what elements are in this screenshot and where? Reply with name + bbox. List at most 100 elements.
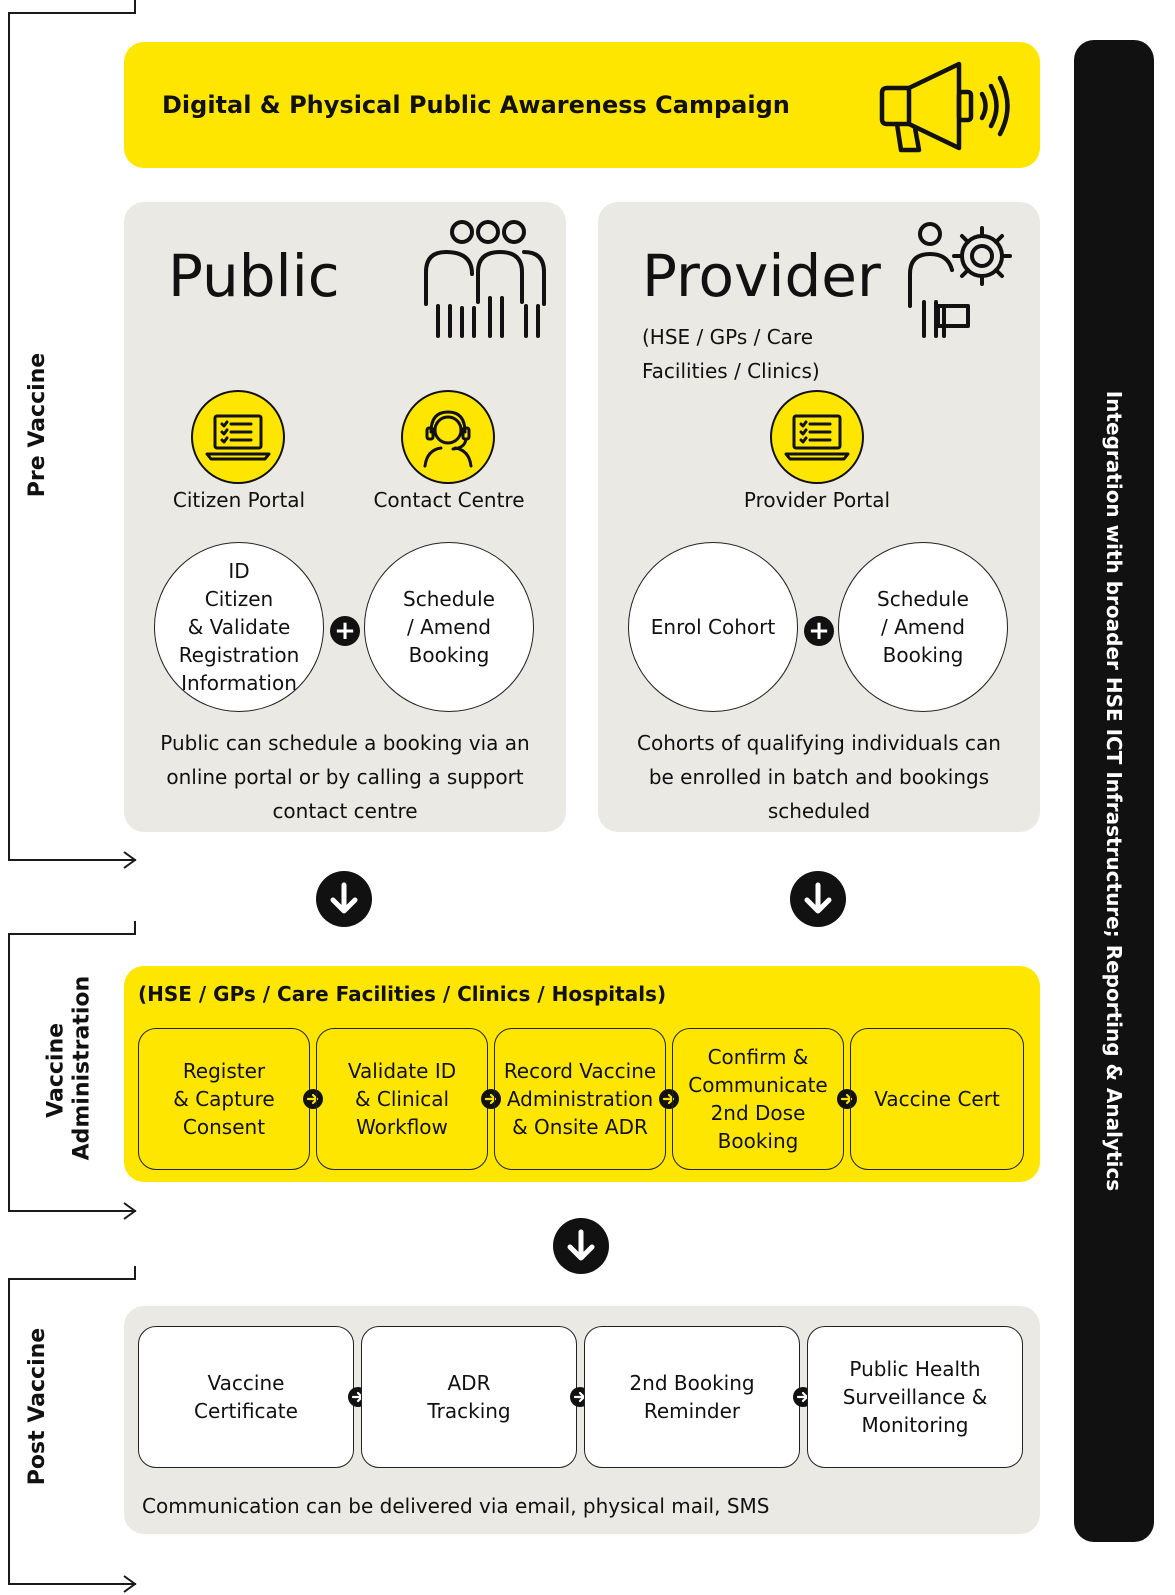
- provider-title: Provider: [642, 242, 881, 310]
- provider-portal-icon-circle: [770, 390, 864, 484]
- step-text-line: Register: [182, 1059, 266, 1083]
- phase-label-vaccine-administration: Vaccine Administration: [43, 975, 97, 1161]
- laptop-checklist-icon: [784, 414, 850, 461]
- id-validate-step: ID Citizen & Validate Registration Infor…: [154, 542, 324, 712]
- step-text-line: / Amend: [881, 615, 965, 639]
- step-text-line: Monitoring: [861, 1413, 969, 1437]
- step-text-line: Vaccine: [207, 1371, 285, 1395]
- bracket-arrow-icon: [123, 1202, 137, 1220]
- step-text-line: Booking: [882, 643, 964, 667]
- step-text-line: & Clinical: [354, 1087, 450, 1111]
- down-arrow-icon: [790, 871, 846, 927]
- step-text-line: ADR: [447, 1371, 491, 1395]
- contact-centre-label: Contact Centre: [373, 488, 525, 512]
- description-line: online portal or by calling a support: [166, 765, 524, 789]
- vaccine-administration-panel: (HSE / GPs / Care Facilities / Clinics /…: [124, 966, 1040, 1182]
- laptop-checklist-icon: [205, 414, 271, 461]
- enrol-cohort-step: Enrol Cohort: [628, 542, 798, 712]
- step-text-line: Communicate: [688, 1073, 828, 1097]
- right-arrow-icon: [303, 1089, 323, 1109]
- step-text-line: 2nd Booking: [629, 1371, 755, 1395]
- public-panel: Public Citizen Portal: [124, 202, 566, 832]
- validate-id-step: Validate ID & Clinical Workflow: [316, 1028, 488, 1170]
- integration-text: Integration with broader HSE ICT Infrast…: [1102, 390, 1126, 1192]
- subtitle-line: (HSE / GPs / Care: [642, 325, 814, 349]
- provider-panel: Provider (HSE / GPs / Care Facilities / …: [598, 202, 1040, 832]
- step-text-line: Vaccine Cert: [874, 1087, 1000, 1111]
- right-arrow-icon: [837, 1089, 857, 1109]
- record-vaccine-step: Record Vaccine Administration & Onsite A…: [494, 1028, 666, 1170]
- step-text-line: Validate ID: [347, 1059, 457, 1083]
- provider-portal-label: Provider Portal: [743, 488, 891, 512]
- megaphone-icon: [879, 61, 1010, 153]
- bracket-arrow-icon: [123, 851, 137, 869]
- step-text-line: Schedule: [877, 587, 969, 611]
- step-text-line: Administration: [506, 1087, 654, 1111]
- step-text-line: / Amend: [407, 615, 491, 639]
- schedule-amend-step: Schedule / Amend Booking: [364, 542, 534, 712]
- vaccine-certificate-step: Vaccine Certificate: [138, 1326, 354, 1468]
- communication-note: Communication can be delivered via email…: [142, 1494, 770, 1518]
- step-text-line: & Validate: [187, 615, 291, 639]
- contact-centre-icon-circle: [401, 390, 495, 484]
- administration-title: (HSE / GPs / Care Facilities / Clinics /…: [138, 982, 667, 1006]
- step-text-line: Citizen: [204, 587, 274, 611]
- phase-label-line: Administration: [70, 975, 95, 1161]
- step-text-line: Record Vaccine: [503, 1059, 657, 1083]
- adr-tracking-step: ADR Tracking: [361, 1326, 577, 1468]
- public-description: Public can schedule a booking via an onl…: [134, 726, 556, 828]
- step-text-line: ID: [228, 559, 250, 583]
- step-text-line: Schedule: [403, 587, 495, 611]
- step-text-line: Enrol Cohort: [650, 615, 776, 639]
- second-booking-reminder-step: 2nd Booking Reminder: [584, 1326, 800, 1468]
- step-text-line: Consent: [182, 1115, 266, 1139]
- people-group-icon: [424, 220, 546, 338]
- register-consent-step: Register & Capture Consent: [138, 1028, 310, 1170]
- person-gear-icon: [908, 222, 1012, 338]
- subtitle-line: Facilities / Clinics): [642, 359, 820, 383]
- integration-side-bar: Integration with broader HSE ICT Infrast…: [1074, 40, 1154, 1542]
- confirm-communicate-step: Confirm & Communicate 2nd Dose Booking: [672, 1028, 844, 1170]
- step-text-line: Tracking: [427, 1399, 511, 1423]
- step-text-line: & Onsite ADR: [512, 1115, 648, 1139]
- step-text-line: 2nd Dose: [710, 1101, 806, 1125]
- description-line: be enrolled in batch and bookings: [648, 765, 990, 789]
- awareness-campaign-banner: Digital & Physical Public Awareness Camp…: [124, 42, 1040, 168]
- provider-schedule-amend-step: Schedule / Amend Booking: [838, 542, 1008, 712]
- public-title: Public: [168, 242, 340, 310]
- phase-label-pre-vaccine: Pre Vaccine: [24, 352, 50, 498]
- description-line: Cohorts of qualifying individuals can: [637, 731, 1001, 755]
- banner-title: Digital & Physical Public Awareness Camp…: [162, 91, 790, 119]
- description-line: scheduled: [767, 799, 871, 823]
- step-text-line: Confirm &: [707, 1045, 809, 1069]
- down-arrow-icon: [553, 1218, 609, 1274]
- citizen-portal-icon-circle: [191, 390, 285, 484]
- down-arrow-icon: [316, 871, 372, 927]
- post-vaccine-panel: Vaccine Certificate ADR Tracking 2nd Boo…: [124, 1306, 1040, 1534]
- public-health-surveillance-step: Public Health Surveillance & Monitoring: [807, 1326, 1023, 1468]
- bracket-arrow-icon: [123, 1575, 137, 1593]
- step-text-line: Public Health: [849, 1357, 981, 1381]
- step-text-line: Booking: [717, 1129, 799, 1153]
- right-arrow-icon: [659, 1089, 679, 1109]
- citizen-portal-label: Citizen Portal: [172, 488, 306, 512]
- step-text-line: Reminder: [643, 1399, 741, 1423]
- step-text-line: Information: [181, 671, 297, 695]
- right-arrow-icon: [481, 1089, 501, 1109]
- plus-icon: +: [804, 616, 834, 646]
- step-text-line: Surveillance &: [842, 1385, 988, 1409]
- step-text-line: Workflow: [356, 1115, 448, 1139]
- step-text-line: Booking: [408, 643, 490, 667]
- vaccine-cert-step: Vaccine Cert: [850, 1028, 1024, 1170]
- provider-description: Cohorts of qualifying individuals can be…: [608, 726, 1030, 828]
- plus-icon: +: [330, 616, 360, 646]
- provider-subtitle: (HSE / GPs / Care Facilities / Clinics): [642, 320, 820, 388]
- step-text-line: & Capture: [173, 1087, 275, 1111]
- description-line: contact centre: [272, 799, 418, 823]
- step-text-line: Certificate: [194, 1399, 298, 1423]
- phase-label-line: Vaccine: [43, 1022, 69, 1118]
- phase-label-post-vaccine: Post Vaccine: [24, 1327, 50, 1486]
- description-line: Public can schedule a booking via an: [160, 731, 530, 755]
- step-text-line: Registration: [178, 643, 300, 667]
- headset-agent-icon: [423, 410, 473, 468]
